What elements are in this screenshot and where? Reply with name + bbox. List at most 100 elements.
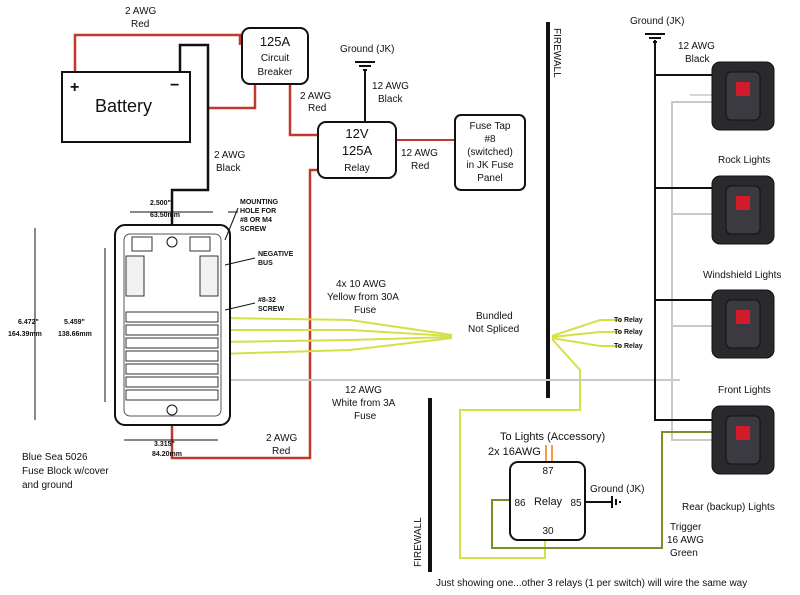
wire-label-fb-red-gauge: 2 AWG — [266, 433, 298, 444]
wire-label-batt-black-gauge: 2 AWG — [214, 150, 246, 161]
note-hole-2: HOLE FOR — [240, 208, 276, 215]
fuse-tap: Fuse Tap #8 (switched) in JK Fuse Panel — [454, 114, 526, 191]
lights-out-line2: 2x 16AWG — [488, 446, 541, 458]
fusetap-line2: #8 — [484, 134, 496, 145]
wire-battery-red — [73, 33, 242, 72]
breaker-line3: Breaker — [257, 67, 293, 78]
wire-label-switch-gnd-gauge: 12 AWG — [678, 41, 715, 52]
fuseblock-caption-2: Fuse Block w/cover — [22, 466, 109, 477]
rocker-switch-2 — [711, 175, 775, 245]
small-relay-pin85: 85 — [570, 498, 582, 509]
main-relay: 12V 125A Relay — [317, 121, 397, 179]
wire-label-cb-relay-gauge: 2 AWG — [300, 91, 332, 102]
wire-label-white-1: 12 AWG — [345, 385, 382, 396]
switch-label-1: Rock Lights — [718, 155, 770, 166]
relay-line3: Relay — [344, 163, 370, 174]
switch-ground-bus — [654, 40, 712, 421]
breaker-line2: Circuit — [261, 53, 290, 64]
relay-line1: 12V — [345, 126, 368, 141]
white-wire-switch-taps — [671, 101, 712, 441]
wire-label-relay-gnd-color: Black — [378, 94, 403, 105]
note-screw-1: #8-32 — [258, 297, 276, 304]
fusetap-line1: Fuse Tap — [470, 121, 511, 132]
dim-inner-in: 5.459" — [64, 319, 85, 326]
wire-label-white-2: White from 3A — [332, 398, 396, 409]
wire-label-white-3: Fuse — [354, 411, 377, 422]
dim-left-in: 6.472" — [18, 319, 39, 326]
rocker-switch-3 — [711, 289, 775, 359]
battery-plus: + — [70, 79, 79, 96]
fuseblock-caption-1: Blue Sea 5026 — [22, 452, 88, 463]
small-relay-label: Relay — [534, 496, 563, 508]
ground-symbol-small-relay — [611, 496, 621, 508]
firewall-label-top: FIREWALL — [551, 28, 562, 78]
fuseblock-caption-3: and ground — [22, 480, 73, 491]
wire-label-yellow-3: Fuse — [354, 305, 377, 316]
fusetap-line3: (switched) — [467, 147, 513, 158]
trigger-line2: 16 AWG — [667, 535, 704, 546]
ground-symbol-switches — [645, 33, 665, 43]
switch-label-4: Rear (backup) Lights — [682, 502, 775, 513]
fusetap-line5: Panel — [477, 173, 503, 184]
note-hole-4: SCREW — [240, 226, 266, 233]
dim-top-in: 2.500" — [150, 200, 171, 207]
fusetap-line4: in JK Fuse — [466, 160, 514, 171]
rocker-switch-4 — [711, 405, 775, 475]
firewall-label-bottom: FIREWALL — [413, 517, 424, 567]
to-relay-1: To Relay — [614, 317, 643, 324]
wire-relay-fuseblock-red — [170, 168, 318, 460]
note-bus-1: NEGATIVE — [258, 251, 294, 258]
relay-line2: 125A — [342, 143, 373, 158]
bundle-line2: Not Spliced — [468, 324, 519, 335]
wire-label-yellow-1: 4x 10 AWG — [336, 279, 386, 290]
wire-label-switch-gnd-color: Black — [685, 54, 710, 65]
rocker-switch-1 — [711, 61, 775, 131]
small-relay-pin87: 87 — [542, 466, 554, 477]
yellow-wire-bundle — [217, 317, 622, 559]
battery-label: Battery — [95, 96, 152, 116]
wire-label-batt-black-color: Black — [216, 163, 241, 174]
dim-top-mm: 63.50mm — [150, 212, 180, 219]
note-hole-3: #8 OR M4 — [240, 217, 272, 224]
small-relay-pin86: 86 — [514, 498, 526, 509]
small-relay-pin30: 30 — [542, 526, 554, 537]
ground-label-small-relay: Ground (JK) — [590, 484, 644, 495]
ground-symbol-relay — [355, 61, 375, 71]
footer-note: Just showing one...other 3 relays (1 per… — [436, 578, 747, 589]
wire-label-batt-red-color: Red — [131, 19, 149, 30]
wire-label-batt-red-gauge: 2 AWG — [125, 6, 157, 17]
switch-label-3: Front Lights — [718, 385, 771, 396]
fuse-rows — [125, 311, 219, 401]
note-screw-2: SCREW — [258, 306, 284, 313]
circuit-breaker: 125A Circuit Breaker — [241, 27, 309, 85]
bundle-line1: Bundled — [476, 311, 513, 322]
trigger-line3: Green — [670, 548, 698, 559]
dim-bottom-in: 3.315" — [154, 441, 175, 448]
wire-label-fusetap-gauge: 12 AWG — [401, 148, 438, 159]
battery-minus: − — [170, 77, 179, 94]
to-relay-3: To Relay — [614, 343, 643, 350]
wire-breaker-relay-red-b — [288, 85, 318, 137]
breaker-line1: 125A — [260, 34, 291, 49]
note-bus-2: BUS — [258, 260, 273, 267]
trigger-line1: Trigger — [670, 522, 702, 533]
ground-label-switches: Ground (JK) — [630, 16, 684, 27]
wire-label-fb-red-color: Red — [272, 446, 290, 457]
dim-inner-mm: 138.66mm — [58, 331, 92, 338]
wire-battery-black — [170, 43, 210, 238]
ground-label-relay: Ground (JK) — [340, 44, 394, 55]
switch-label-2: Windshield Lights — [703, 270, 781, 281]
dim-bottom-mm: 84.20mm — [152, 451, 182, 458]
wire-relay86-trigger — [491, 431, 712, 549]
dimension-lines — [34, 207, 256, 441]
to-relay-2: To Relay — [614, 329, 643, 336]
wire-label-yellow-2: Yellow from 30A — [327, 292, 399, 303]
wire-breaker-relay-red — [208, 85, 257, 110]
fuse-block — [114, 224, 231, 426]
dim-left-mm: 164.39mm — [8, 331, 42, 338]
wire-label-relay-gnd-gauge: 12 AWG — [372, 81, 409, 92]
small-relay: Relay 87 86 85 30 — [509, 461, 586, 541]
wire-label-cb-relay-color: Red — [308, 103, 326, 114]
